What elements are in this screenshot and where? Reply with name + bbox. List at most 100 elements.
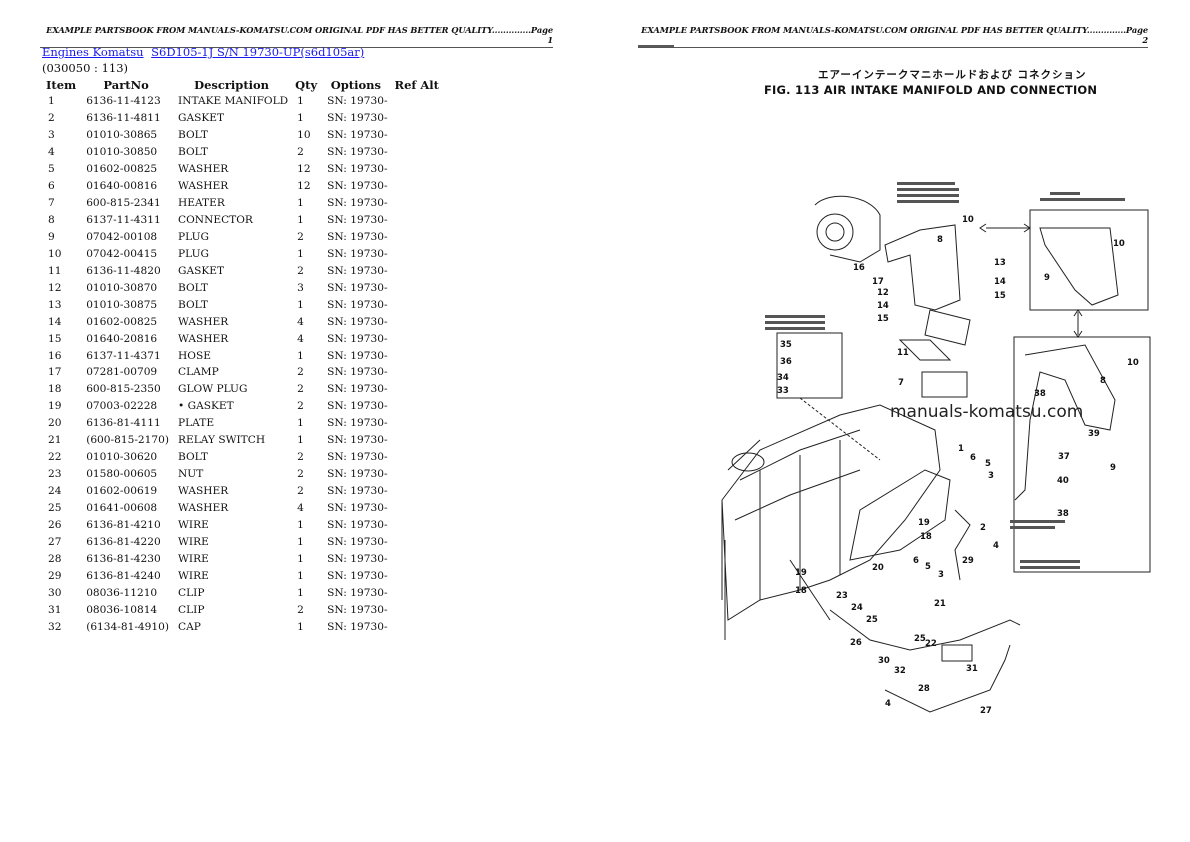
cell-partno: 01602-00825 [86, 163, 158, 176]
cell-partno: 07042-00415 [86, 247, 158, 260]
watermark: manuals-komatsu.com [890, 402, 1084, 422]
cell-description: WIRE [178, 518, 209, 531]
cell-partno: 01602-00825 [86, 315, 158, 328]
cell-qty: 12 [297, 180, 311, 193]
callout-label: 5 [925, 562, 931, 572]
callout-label: 15 [994, 291, 1006, 301]
cell-partno: 07003-02228 [86, 400, 158, 413]
cell-qty: 1 [297, 349, 304, 362]
cell-description: WIRE [178, 535, 209, 548]
callout-label: 16 [853, 263, 865, 273]
callout-label: 31 [966, 664, 978, 674]
cell-options: SN: 19730- [327, 501, 388, 514]
callout-label: 13 [994, 258, 1006, 268]
cell-description: WASHER [178, 485, 229, 498]
cell-item: 16 [48, 349, 62, 362]
cell-partno: (6134-81-4910) [86, 620, 170, 633]
cell-item: 32 [48, 620, 62, 633]
callout-label: 11 [897, 348, 909, 358]
cell-options: SN: 19730- [327, 366, 388, 379]
cell-description: WASHER [178, 501, 229, 514]
cell-item: 3 [48, 129, 55, 142]
cell-item: 27 [48, 535, 62, 548]
cell-partno: 6136-81-4230 [86, 552, 161, 565]
cell-item: 24 [48, 485, 62, 498]
cell-item: 5 [48, 163, 55, 176]
cell-options: SN: 19730- [327, 230, 388, 243]
cell-partno: 07042-00108 [86, 230, 158, 243]
callout-label: 38 [1034, 389, 1046, 399]
cell-qty: 12 [297, 163, 311, 176]
cell-partno: 600-815-2341 [86, 197, 161, 210]
cell-options: SN: 19730- [327, 434, 388, 447]
callout-label: 19 [918, 518, 930, 528]
callout-label: 30 [878, 656, 890, 666]
cell-qty: 1 [297, 552, 304, 565]
breadcrumb-link-engines[interactable]: Engines Komatsu [42, 45, 144, 59]
cell-description: BOLT [178, 298, 208, 311]
cell-qty: 1 [297, 518, 304, 531]
cell-qty: 1 [297, 434, 304, 447]
callout-label: 19 [795, 568, 807, 578]
cell-item: 17 [48, 366, 62, 379]
cell-partno: 08036-10814 [86, 603, 158, 616]
cell-qty: 2 [297, 230, 304, 243]
cell-description: NUT [178, 468, 204, 481]
cell-qty: 10 [297, 129, 311, 142]
callout-label: 2 [980, 523, 986, 533]
callout-label: 28 [918, 684, 930, 694]
cell-item: 14 [48, 315, 62, 328]
cell-description: CLIP [178, 586, 205, 599]
callout-label: 27 [980, 706, 992, 716]
cell-description: WASHER [178, 180, 229, 193]
cell-partno: 08036-11210 [86, 586, 158, 599]
callout-label: 14 [877, 301, 889, 311]
cell-partno: 6136-81-4111 [86, 417, 161, 430]
cell-qty: 2 [297, 451, 304, 464]
cell-partno: 6136-81-4240 [86, 569, 161, 582]
cell-options: SN: 19730- [327, 485, 388, 498]
cell-options: SN: 19730- [327, 163, 388, 176]
table-header-row: Item PartNo Description Qty Options Ref … [42, 76, 443, 93]
cell-partno: 01640-20816 [86, 332, 158, 345]
cell-options: SN: 19730- [327, 129, 388, 142]
callout-label: 32 [894, 666, 906, 676]
cell-qty: 2 [297, 146, 304, 159]
group-code: (030050 : 113) [42, 61, 129, 75]
cell-qty: 1 [297, 569, 304, 582]
callout-label: 6 [913, 556, 919, 566]
cell-description: CAP [178, 620, 201, 633]
callout-label: 6 [970, 453, 976, 463]
callout-label: 4 [993, 541, 999, 551]
cell-description: GASKET [178, 264, 225, 277]
callout-label: 39 [1088, 429, 1100, 439]
cell-qty: 4 [297, 501, 304, 514]
cell-description: BOLT [178, 146, 208, 159]
cell-qty: 1 [297, 214, 304, 227]
cell-qty: 4 [297, 332, 304, 345]
cell-description: GLOW PLUG [178, 383, 248, 396]
callout-label: 7 [898, 378, 904, 388]
cell-item: 19 [48, 400, 62, 413]
breadcrumb-link-model[interactable]: S6D105-1J S/N 19730-UP(s6d105ar) [151, 45, 365, 59]
callout-label: 33 [777, 386, 789, 396]
cell-item: 11 [48, 264, 62, 277]
callout-label: 26 [850, 638, 862, 648]
